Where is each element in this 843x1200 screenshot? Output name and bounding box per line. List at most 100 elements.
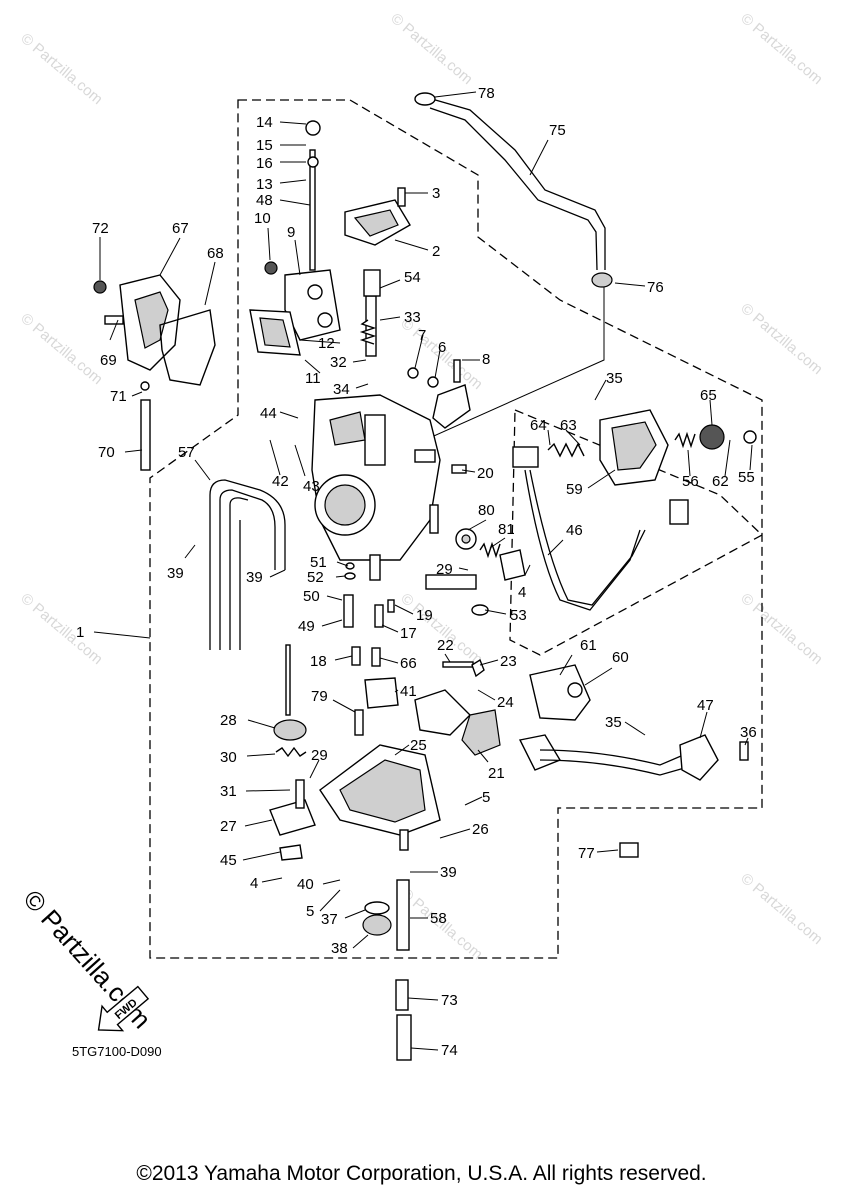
callout-17: 17 [400,625,417,642]
callout-2: 2 [432,243,440,260]
callout-10: 10 [254,210,271,227]
callout-12: 12 [318,335,335,352]
small-parts [343,319,696,736]
throttle-sensor-59 [512,409,757,611]
callout-8: 8 [482,351,490,368]
callout-41: 41 [400,683,417,700]
lever-assembly [407,359,471,429]
accel-pump-27 [269,644,316,861]
callout-51: 51 [310,554,327,571]
callout-52: 52 [307,569,324,586]
plate-67 [93,274,216,471]
callout-64: 64 [530,417,547,434]
callout-13: 13 [256,176,273,193]
callout-72: 72 [92,220,109,237]
callout-24: 24 [497,694,514,711]
callout-48: 48 [256,192,273,209]
callout-75: 75 [549,122,566,139]
callout-80: 80 [478,502,495,519]
watermark: © Partzilla.com [737,10,825,88]
bracket-9 [264,120,341,341]
callout-45: 45 [220,852,237,869]
callout-49: 49 [298,618,315,635]
callout-59: 59 [566,481,583,498]
callout-38: 38 [331,940,348,957]
callout-7: 7 [418,327,426,344]
carburetor-body [311,269,441,561]
callout-68: 68 [207,245,224,262]
callout-labels: 78 75 14 15 16 13 48 3 10 9 2 72 67 68 5… [76,85,757,1059]
callout-67: 67 [172,220,189,237]
callout-54: 54 [404,269,421,286]
callout-3: 3 [432,185,440,202]
top-cover-2 [344,187,411,246]
watermark: © Partzilla.com [17,30,105,108]
callout-26: 26 [472,821,489,838]
callout-20: 20 [477,465,494,482]
callout-34: 34 [333,381,350,398]
callout-4: 4 [518,584,526,601]
callout-5: 5 [482,789,490,806]
callout-37: 37 [321,911,338,928]
callout-81: 81 [498,521,515,538]
callout-39: 39 [440,864,457,881]
callout-55: 55 [738,469,755,486]
callout-39: 39 [167,565,184,582]
callout-35: 35 [605,714,622,731]
callout-74: 74 [441,1042,458,1059]
callout-47: 47 [697,697,714,714]
diagram-code: 5TG7100-D090 [72,1044,162,1059]
callout-27: 27 [220,818,237,835]
callout-78: 78 [478,85,495,102]
callout-21: 21 [488,765,505,782]
callout-46: 46 [566,522,583,539]
watermark: © Partzilla.com [387,10,475,88]
assembly-boundary [149,99,763,959]
callout-11: 11 [305,370,321,387]
callout-40: 40 [297,876,314,893]
callout-43: 43 [303,478,320,495]
callout-28: 28 [220,712,237,729]
callout-58: 58 [430,910,447,927]
callout-42: 42 [272,473,289,490]
callout-15: 15 [256,137,273,154]
vent-hose-75 [379,92,613,461]
drain-hoses-57 [209,479,286,650]
callout-36: 36 [740,724,757,741]
callout-61: 61 [580,637,597,654]
callout-56: 56 [682,473,699,490]
callout-9: 9 [287,224,295,241]
callout-4: 4 [250,875,258,892]
callout-57: 57 [178,444,195,461]
callout-69: 69 [100,352,117,369]
callout-35: 35 [606,370,623,387]
callout-33: 33 [404,309,421,326]
callout-63: 63 [560,417,577,434]
leader-lines [93,91,753,1051]
watermark: © Partzilla.com [17,590,105,668]
callout-65: 65 [700,387,717,404]
watermark: © Partzilla.com [737,870,825,948]
callout-76: 76 [647,279,664,296]
callout-39: 39 [246,569,263,586]
callout-71: 71 [110,388,127,405]
callout-44: 44 [260,405,277,422]
callout-31: 31 [220,783,237,800]
callout-5: 5 [306,903,314,920]
callout-50: 50 [303,588,320,605]
callout-29: 29 [436,561,453,578]
sensor-boundary [509,409,764,656]
callout-53: 53 [510,607,527,624]
callout-6: 6 [438,339,446,356]
callout-60: 60 [612,649,629,666]
partzilla-side-watermark: © Partzilla.com [18,884,158,1034]
callout-19: 19 [416,607,433,624]
watermark: © Partzilla.com [737,300,825,378]
heater-bracket-60 [518,664,749,858]
callout-23: 23 [500,653,517,670]
watermark: © Partzilla.com [17,310,105,388]
callout-14: 14 [256,114,273,131]
callout-79: 79 [311,688,328,705]
callout-22: 22 [437,637,454,654]
